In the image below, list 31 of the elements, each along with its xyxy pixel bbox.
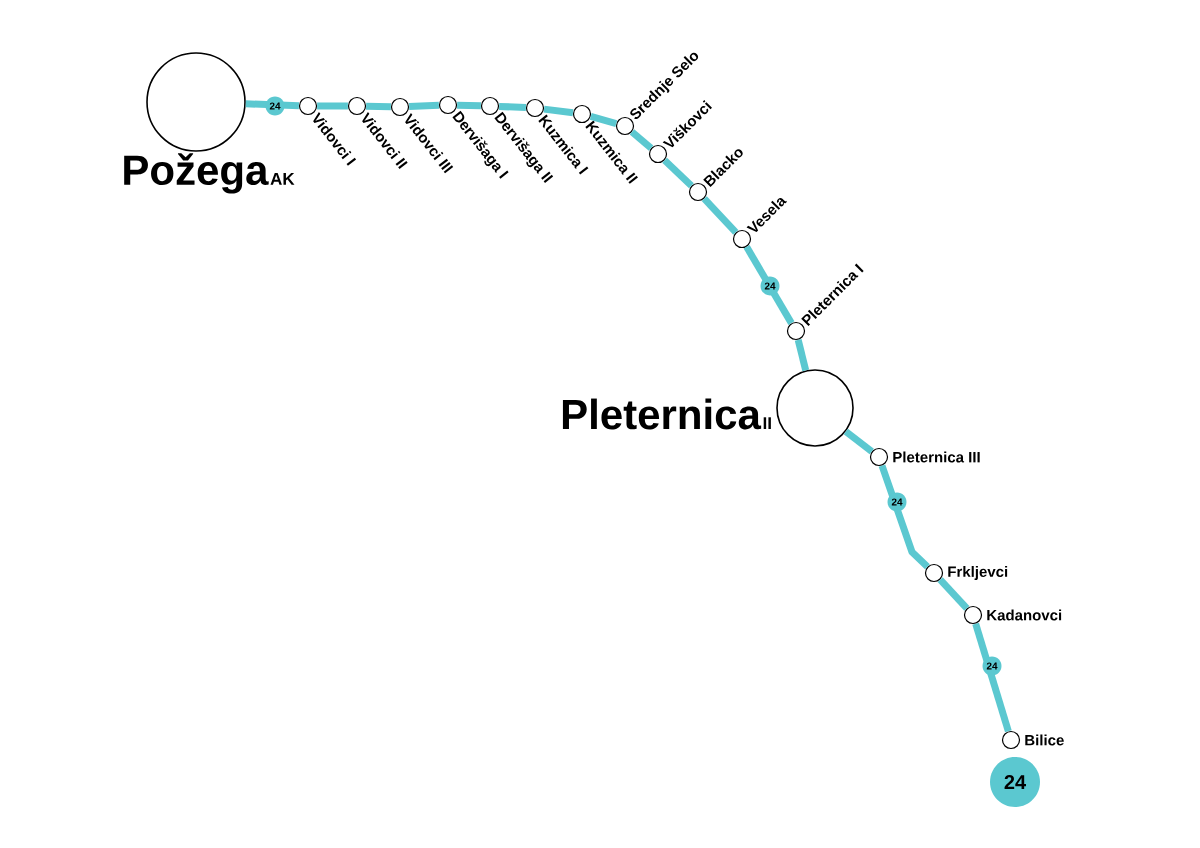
route-line [937, 577, 970, 611]
route-line [589, 113, 618, 127]
route-line [972, 622, 1012, 733]
node-label: Bilice [1025, 734, 1064, 746]
route-line [408, 101, 440, 111]
station-stop: Frkljevci [924, 563, 1008, 583]
edge-label: 24 [982, 656, 1002, 676]
route-line [543, 105, 574, 117]
node-label: Frkljevci [948, 566, 1008, 580]
node-label: Pleternica [562, 398, 762, 430]
route-line [498, 102, 527, 112]
route-line [701, 196, 739, 235]
route-line [843, 428, 874, 455]
node-label: Požega [124, 153, 269, 194]
station-stop: Pleternica III [869, 447, 980, 467]
route-line [662, 157, 694, 189]
station-stop: Bilice [1001, 730, 1064, 750]
edge-label: 24 [887, 492, 907, 512]
route-line [794, 338, 810, 372]
node-label: II [763, 417, 771, 429]
route-line [629, 129, 654, 151]
node-label: AK [270, 172, 295, 185]
edge-label: 24 [265, 96, 285, 116]
route-line [245, 100, 300, 110]
route-line [878, 464, 930, 570]
node-label: Pleternica III [893, 451, 980, 463]
station-stop: Kadanovci [963, 605, 1062, 625]
node-label: Kadanovci [987, 609, 1062, 621]
edge-label: 24 [760, 276, 780, 296]
route-badge: 24 [990, 757, 1040, 807]
route-line [743, 245, 795, 325]
